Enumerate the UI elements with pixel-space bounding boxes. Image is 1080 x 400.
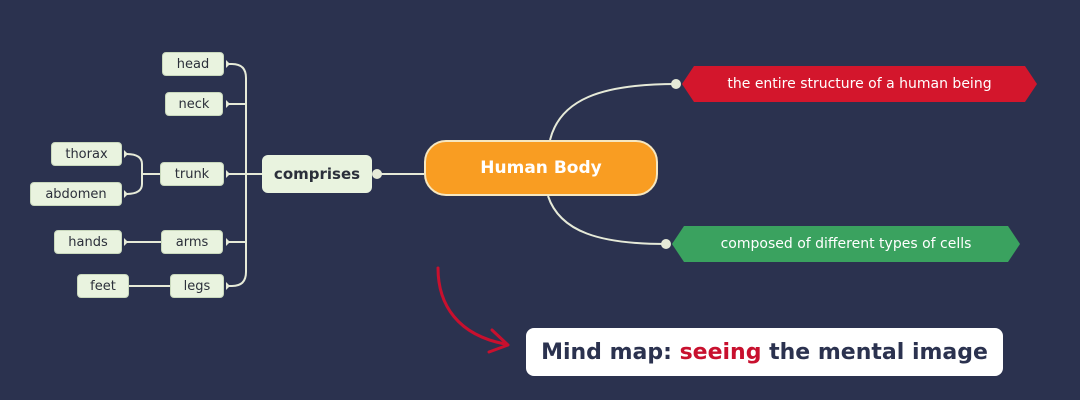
node-comprises[interactable]: comprises: [262, 155, 372, 193]
caption-prefix: Mind map:: [541, 339, 680, 365]
node-trunk[interactable]: trunk: [160, 162, 224, 186]
arrow-head-icon: [487, 328, 510, 354]
node-legs[interactable]: legs: [170, 274, 224, 298]
node-abdomen[interactable]: abdomen: [30, 182, 122, 206]
curved-arrow-icon: [436, 266, 507, 346]
caption-highlight: seeing: [679, 339, 762, 365]
pointer-hands: [124, 238, 128, 246]
node-hands[interactable]: hands: [54, 230, 122, 254]
node-arms[interactable]: arms: [161, 230, 223, 254]
dot-definition: [671, 79, 681, 89]
link-center-definition: [549, 83, 677, 141]
node-neck[interactable]: neck: [165, 92, 223, 116]
node-definition[interactable]: the entire structure of a human being: [682, 66, 1037, 102]
caption-suffix: the mental image: [761, 339, 988, 365]
node-thorax[interactable]: thorax: [51, 142, 122, 166]
node-composition[interactable]: composed of different types of cells: [672, 226, 1020, 262]
pointer-thorax: [124, 150, 128, 158]
pointer-trunk: [226, 170, 230, 178]
dot-comprises: [372, 169, 382, 179]
pointer-abdomen: [124, 190, 128, 198]
node-human-body[interactable]: Human Body: [424, 140, 658, 196]
bracket-trunk: [125, 153, 160, 195]
connector-pointers: [124, 60, 230, 290]
dot-composition: [661, 239, 671, 249]
pointer-arms: [226, 238, 230, 246]
node-head[interactable]: head: [162, 52, 224, 76]
link-center-composition: [547, 195, 667, 245]
node-feet[interactable]: feet: [77, 274, 129, 298]
connector-dots: [372, 79, 681, 249]
pointer-neck: [226, 100, 230, 108]
pointer-legs: [226, 282, 230, 290]
pointer-head: [226, 60, 230, 68]
caption-box: Mind map: seeing the mental image: [526, 328, 1003, 376]
